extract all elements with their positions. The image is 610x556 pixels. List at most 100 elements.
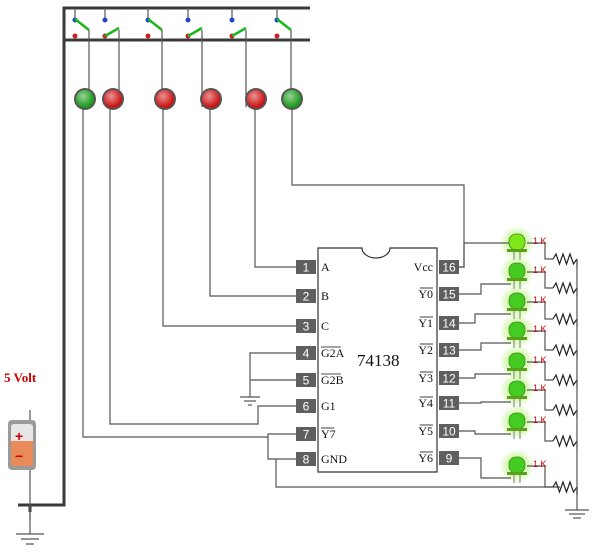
output-led [508, 412, 526, 430]
pin-label: G2A [321, 346, 345, 360]
switch-top-contact [185, 17, 191, 23]
resistor [552, 252, 578, 266]
chip-pin-right: 12 Y3 [418, 371, 459, 386]
output-led [508, 321, 526, 339]
pin-label: A [321, 260, 330, 274]
resistor-label: 1 K [533, 459, 547, 469]
pin-label: Y3 [418, 371, 433, 385]
indicator-button [102, 88, 124, 110]
ground-symbol-left [16, 518, 44, 545]
output-led-branch: 1 K [459, 285, 578, 327]
pin-number: 11 [443, 397, 456, 411]
resistor [552, 403, 578, 417]
pin-label: Y0 [418, 287, 433, 301]
pin-number: 12 [442, 372, 456, 386]
chip-pin-right: 10 Y5 [418, 424, 459, 439]
switch-blade [104, 26, 120, 38]
ic-74138: 74138 [317, 247, 438, 473]
input-wires [82, 107, 560, 488]
pin-number: 13 [442, 344, 456, 358]
pin-label: Y4 [418, 396, 433, 410]
output-led-branch: 1 K [459, 373, 578, 418]
output-led-branch: 1 K [459, 405, 578, 449]
pin-label: Y2 [418, 343, 433, 357]
battery-plus-sign: + [15, 428, 23, 444]
battery-minus-sign: − [15, 448, 23, 464]
pin-label: Y5 [418, 424, 433, 438]
indicator-buttons [74, 88, 303, 110]
pin-number: 15 [442, 288, 456, 302]
chip-pin-right: 9 Y6 [418, 451, 459, 466]
battery [8, 410, 36, 520]
chip-pin-left: 5 G2B [296, 373, 344, 388]
chip-pin-right: 14 Y1 [418, 316, 459, 331]
resistor [552, 373, 578, 387]
switch-top-contact [229, 17, 235, 23]
pin-number: 3 [303, 320, 310, 334]
switch-blade [276, 18, 292, 31]
pin-label: G2B [321, 373, 344, 387]
pin-number: 9 [446, 452, 453, 466]
pin-number: 6 [303, 400, 310, 414]
chip-name: 74138 [357, 351, 400, 370]
output-led-branch: 1 K [500, 226, 578, 267]
pin-label: B [321, 289, 329, 303]
resistor [552, 343, 578, 357]
toggle-switch[interactable] [185, 8, 203, 107]
resistor-label: 1 K [533, 236, 547, 246]
pin-label: G1 [321, 399, 336, 413]
pin-number: 5 [303, 374, 310, 388]
pin-label: Vcc [414, 260, 433, 274]
switch-top-contact [102, 17, 108, 23]
toggle-switch[interactable] [102, 8, 120, 107]
output-led [508, 262, 526, 280]
switch-blade [231, 26, 247, 38]
output-led [508, 456, 526, 474]
resistor [552, 312, 578, 326]
resistor-label: 1 K [533, 355, 547, 365]
toggle-switch[interactable] [229, 8, 247, 107]
resistor [552, 434, 578, 448]
resistor [552, 281, 578, 295]
indicator-button [200, 88, 222, 110]
output-led-branch: 1 K [459, 314, 578, 358]
pin-label: Y1 [418, 316, 433, 330]
pin-label: Y6 [418, 451, 433, 465]
battery-voltage-label: 5 Volt [4, 370, 37, 385]
pin-number: 10 [442, 425, 456, 439]
switch-blade [147, 18, 163, 31]
chip-pin-left: 4 G2A [296, 346, 345, 361]
pin-number: 8 [303, 453, 310, 467]
pin-number: 2 [303, 290, 310, 304]
chip-pin-right: 16 Vcc [414, 260, 459, 275]
resistor-label: 1 K [533, 324, 547, 334]
output-led-branch: 1 K [459, 345, 578, 388]
resistor [552, 480, 578, 494]
pin-number: 14 [442, 317, 456, 331]
indicator-button [281, 88, 303, 110]
resistor-label: 1 K [533, 383, 547, 393]
output-led [508, 352, 526, 370]
output-led-branch: 1 K [459, 255, 578, 296]
indicator-button [154, 88, 176, 110]
pin-number: 4 [303, 347, 310, 361]
switch-blade [74, 18, 90, 31]
output-led-branch: 1 K [459, 449, 578, 495]
pin-label: Y7 [321, 427, 336, 441]
ground-symbol-right [565, 487, 589, 519]
switch-bottom-contact [274, 33, 280, 39]
output-led [508, 233, 526, 251]
switch-bottom-contact [145, 33, 151, 39]
indicator-button [74, 88, 96, 110]
power-rails [18, 6, 310, 518]
output-led [508, 380, 526, 398]
pin-number: 16 [442, 261, 456, 275]
resistor-label: 1 K [533, 265, 547, 275]
switch-bottom-contact [72, 33, 78, 39]
pin-label: GND [321, 452, 347, 466]
